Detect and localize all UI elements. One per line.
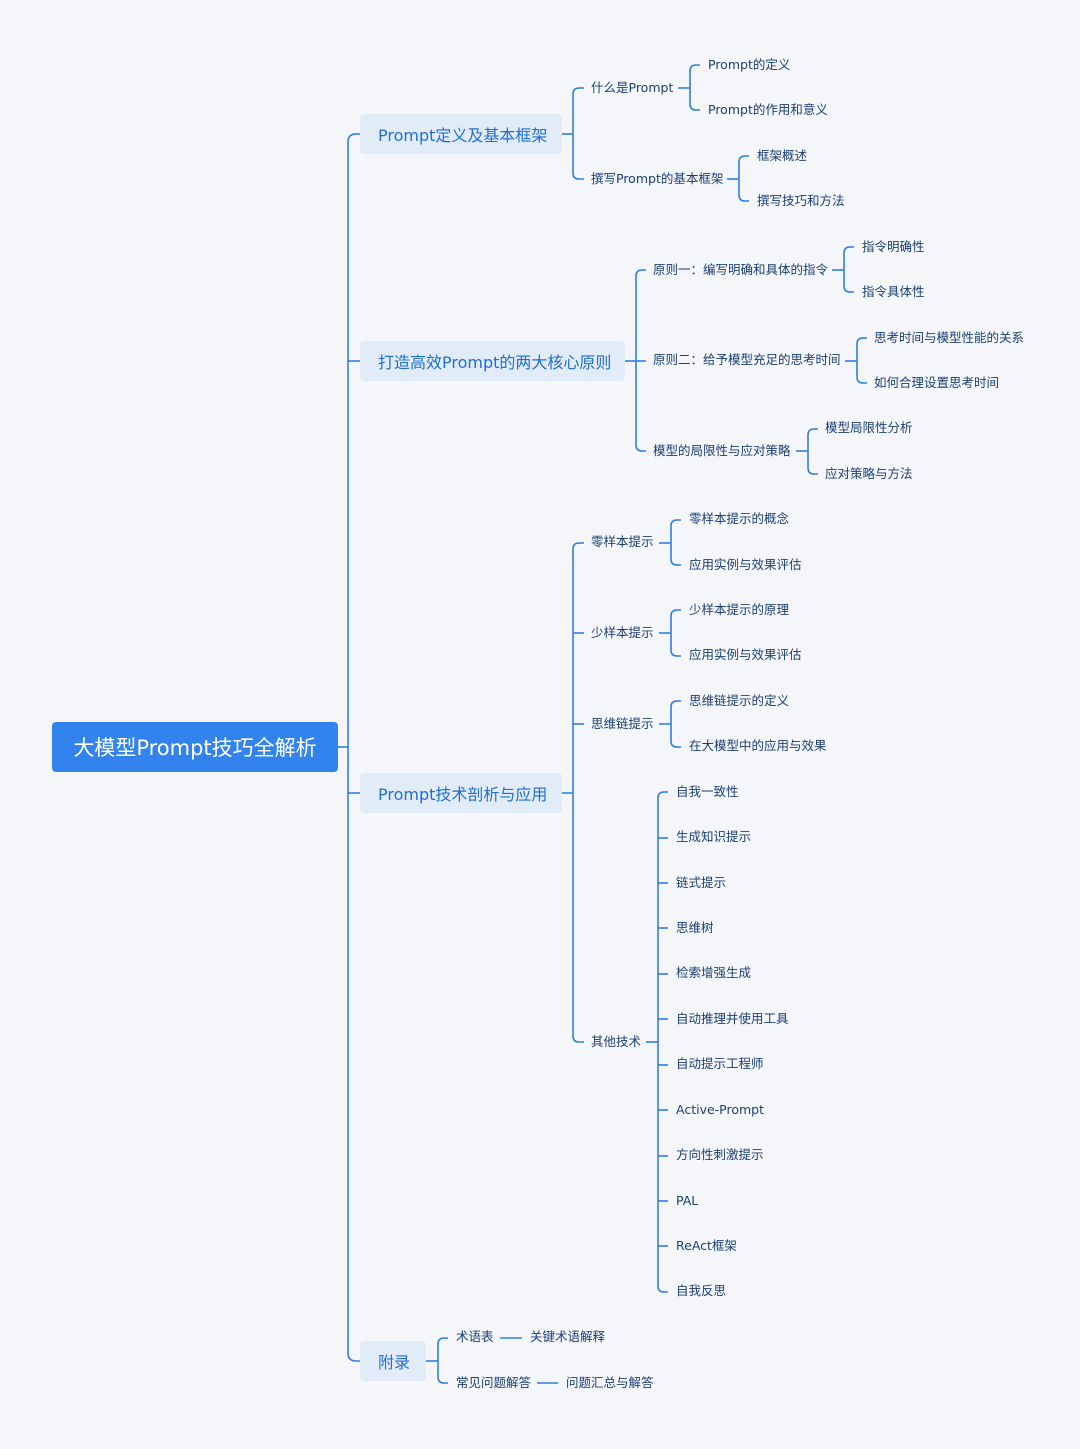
leaf-few-shot-principle[interactable]: 少样本提示的原理 [689,602,790,617]
node-what-is-prompt[interactable]: 什么是Prompt [591,80,674,95]
leaf-reflexion[interactable]: 自我反思 [676,1283,727,1298]
leaf-directional-stimulus[interactable]: 方向性刺激提示 [676,1147,764,1162]
connector-39 [572,1035,584,1043]
connector-19 [635,269,646,277]
connector-28 [856,337,867,345]
leaf-limit-analysis[interactable]: 模型局限性分析 [825,420,913,435]
connector-50 [670,700,681,708]
connector-32 [807,428,818,436]
connector-46 [670,609,681,617]
connector-29 [856,376,867,384]
branch-appendix[interactable]: 附录 [360,1341,426,1381]
leaf-self-consistency[interactable]: 自我一致性 [676,784,739,799]
node-faq[interactable]: 常见问题解答 [456,1375,532,1390]
node-zero-shot[interactable]: 零样本提示 [591,534,654,549]
connector-33 [807,467,818,475]
leaf-art[interactable]: 自动推理并使用工具 [676,1011,789,1026]
connector-54 [657,791,668,799]
leaf-tree-of-thoughts[interactable]: 思维树 [676,920,714,935]
branch-core-principles[interactable]: 打造高效Prompt的两大核心原则 [360,341,625,381]
leaf-writing-tips[interactable]: 撰写技巧和方法 [757,193,845,208]
leaf-active-prompt[interactable]: Active-Prompt [676,1102,765,1117]
connector-7 [572,87,584,95]
leaf-instruction-clarity[interactable]: 指令明确性 [862,239,925,254]
connector-1 [347,133,360,143]
leaf-rag[interactable]: 检索增强生成 [676,965,752,980]
root-node[interactable]: 大模型Prompt技巧全解析 [52,722,338,772]
node-other-techniques[interactable]: 其他技术 [591,1034,642,1049]
connector-8 [572,172,584,180]
node-principle-one[interactable]: 原则一：编写明确和具体的指令 [653,262,829,277]
leaf-prompt-definition[interactable]: Prompt的定义 [708,57,791,72]
leaf-coping-strategies[interactable]: 应对策略与方法 [825,466,913,481]
leaf-thinking-time-relation[interactable]: 思考时间与模型性能的关系 [874,330,1025,345]
connector-42 [670,519,681,527]
leaf-framework-overview[interactable]: 框架概述 [757,148,808,163]
node-glossary[interactable]: 术语表 [456,1329,494,1344]
connector-68 [437,1337,448,1345]
leaf-generated-knowledge[interactable]: 生成知识提示 [676,829,752,844]
leaf-faq-summary[interactable]: 问题汇总与解答 [566,1375,654,1390]
node-chain-of-thought[interactable]: 思维链提示 [591,716,654,731]
leaf-zero-shot-eval[interactable]: 应用实例与效果评估 [689,557,802,572]
leaf-ape[interactable]: 自动提示工程师 [676,1056,764,1071]
connector-15 [738,155,749,163]
leaf-react[interactable]: ReAct框架 [676,1238,737,1253]
connector-47 [670,649,681,657]
connector-16 [738,194,749,202]
connector-65 [657,1285,668,1293]
leaf-zero-shot-concept[interactable]: 零样本提示的概念 [689,511,790,526]
connector-43 [670,558,681,566]
connector-51 [670,740,681,748]
leaf-prompt-purpose[interactable]: Prompt的作用和意义 [708,102,828,117]
leaf-pal[interactable]: PAL [676,1193,699,1208]
node-few-shot[interactable]: 少样本提示 [591,625,654,640]
leaf-instruction-specificity[interactable]: 指令具体性 [862,284,925,299]
leaf-thinking-time-setting[interactable]: 如何合理设置思考时间 [874,375,1000,390]
leaf-prompt-chaining[interactable]: 链式提示 [676,875,727,890]
connector-24 [843,246,854,254]
connector-69 [437,1376,448,1384]
leaf-cot-application[interactable]: 在大模型中的应用与效果 [689,738,827,753]
connector-21 [635,444,646,452]
connector-25 [843,285,854,293]
connector-4 [347,1352,360,1362]
connector-12 [689,103,700,111]
connector-36 [572,542,584,550]
branch-prompt-definition[interactable]: Prompt定义及基本框架 [360,114,562,154]
leaf-key-terms[interactable]: 关键术语解释 [530,1329,606,1344]
branch-techniques[interactable]: Prompt技术剖析与应用 [360,773,562,813]
connector-11 [689,64,700,72]
node-model-limits[interactable]: 模型的局限性与应对策略 [653,443,791,458]
node-principle-two[interactable]: 原则二：给予模型充足的思考时间 [653,352,841,367]
node-basic-framework[interactable]: 撰写Prompt的基本框架 [591,171,724,186]
leaf-few-shot-eval[interactable]: 应用实例与效果评估 [689,647,802,662]
leaf-cot-definition[interactable]: 思维链提示的定义 [689,693,790,708]
